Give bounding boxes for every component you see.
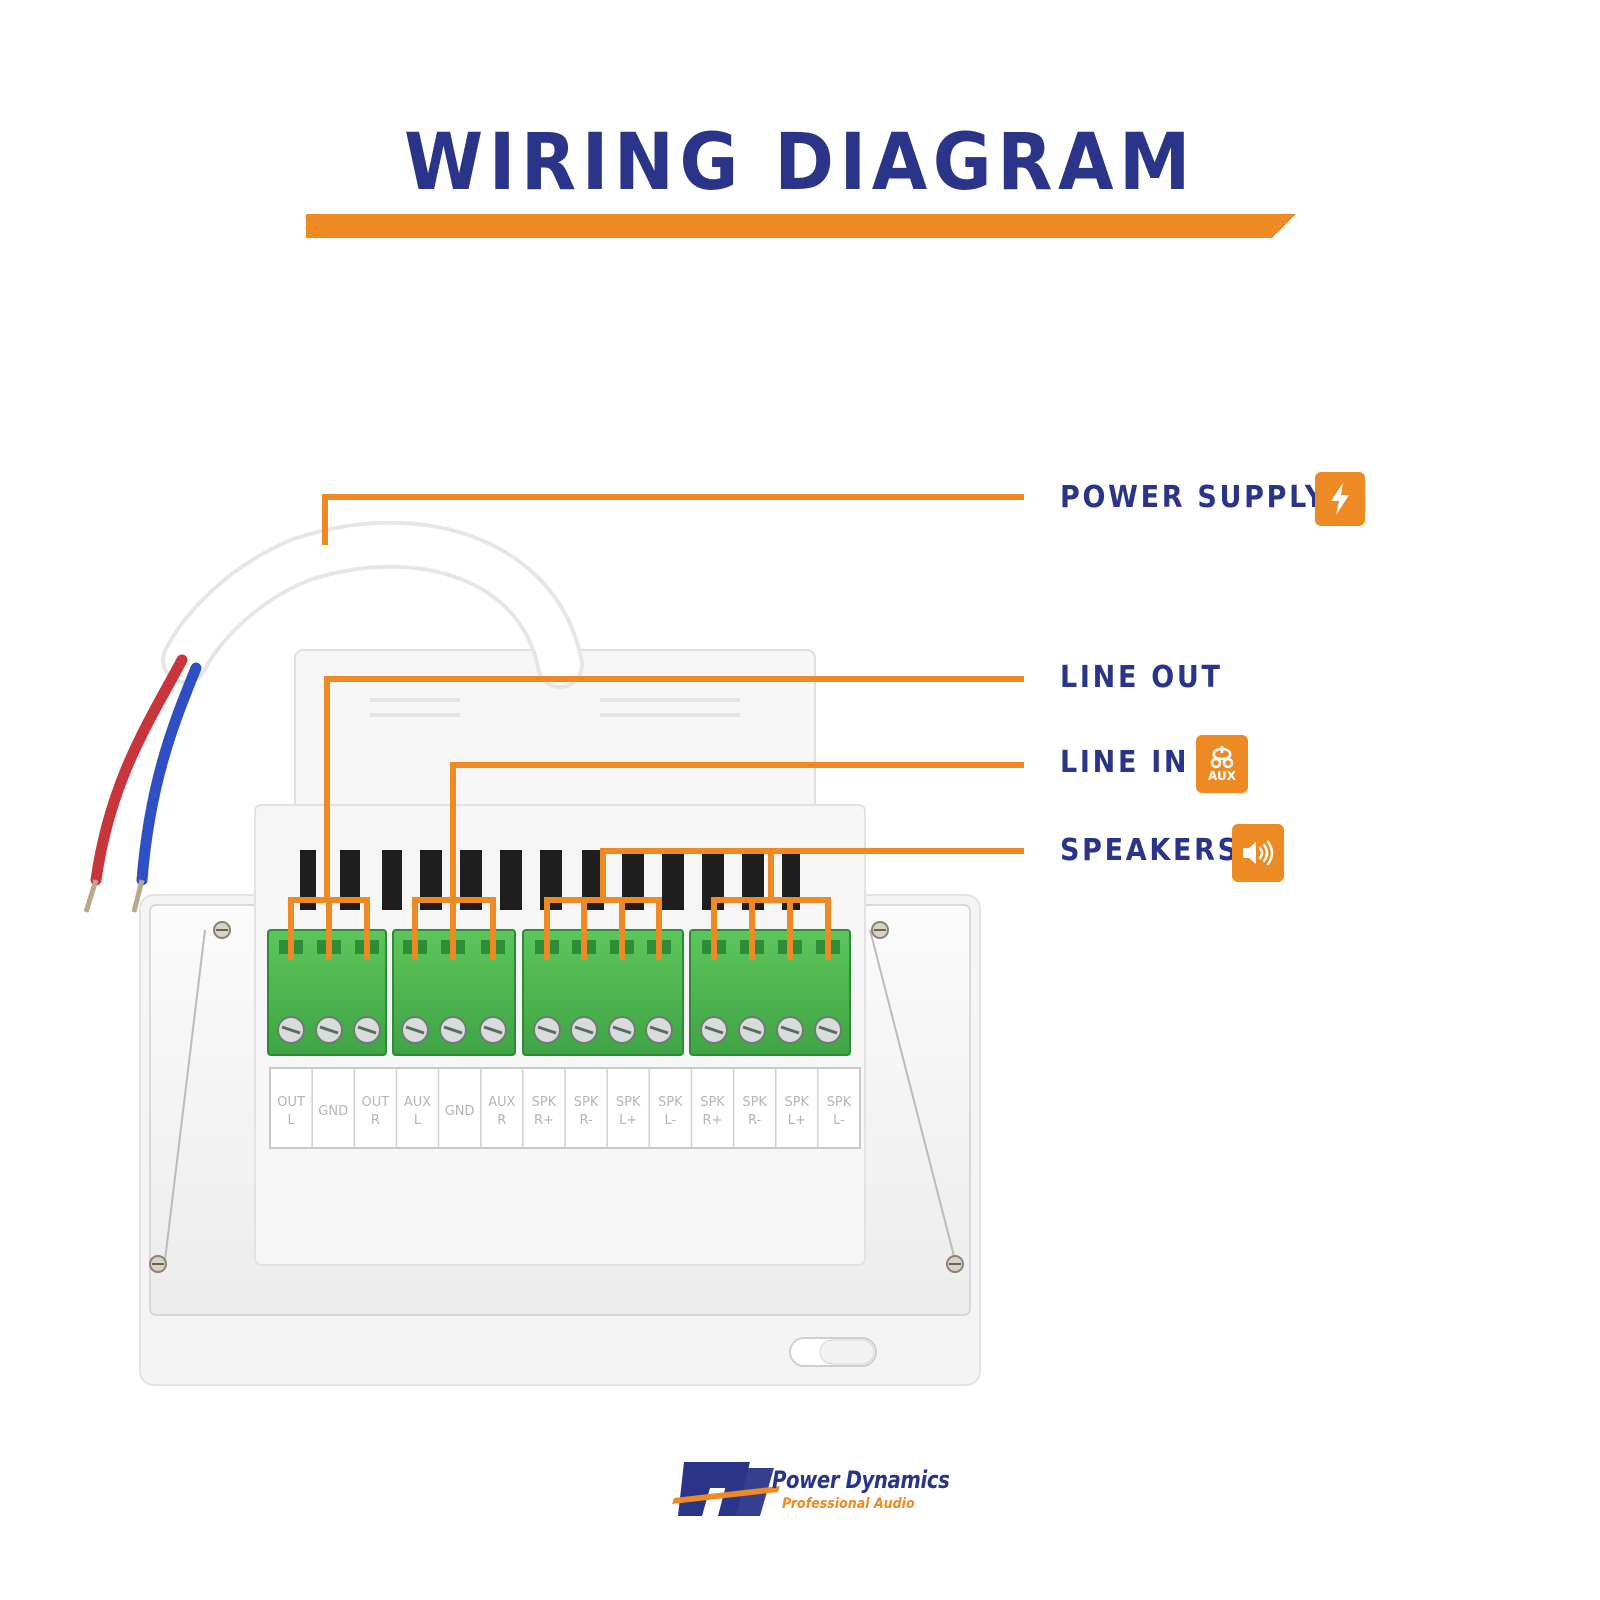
speaker-volume-icon (1232, 824, 1284, 882)
terminal-label-top: SPK (827, 1095, 852, 1110)
terminal-screw-icon (353, 940, 381, 1044)
screw-icon (871, 921, 889, 939)
power-cable (83, 520, 584, 913)
terminal-label-bottom: R+ (534, 1113, 554, 1128)
terminal-label-top: SPK (574, 1095, 599, 1110)
brand-monogram-mark (672, 1462, 780, 1516)
terminal-label-top: OUT (277, 1095, 305, 1110)
terminal-label-bottom: L+ (788, 1113, 806, 1128)
title-underline (306, 214, 1296, 238)
leader-line-out (324, 676, 1024, 900)
lightning-bolt-icon (1315, 472, 1365, 526)
terminal-label-bottom: R (497, 1113, 506, 1128)
terminal-label-bottom: R- (748, 1113, 762, 1128)
leader-line-in (450, 762, 1024, 900)
aux-cable-icon: AUX (1196, 735, 1248, 793)
screw-icon (149, 1255, 167, 1273)
screw-icon (213, 921, 231, 939)
terminal-label-bottom: L- (833, 1113, 845, 1128)
page-title: WIRING DIAGRAM (404, 118, 1196, 208)
terminal-label-bottom: L (287, 1113, 295, 1128)
callout-leaders (288, 494, 1024, 960)
terminal-label-bottom: L+ (619, 1113, 637, 1128)
terminal-label-top: OUT (362, 1095, 390, 1110)
terminal-label-top: AUX (488, 1095, 515, 1110)
terminal-label-bottom: R+ (703, 1113, 723, 1128)
terminal-block-speakers-2 (689, 929, 851, 1056)
terminal-screw-icon (439, 940, 467, 1044)
terminal-label-top: SPK (616, 1095, 641, 1110)
terminal-label-top: GND (318, 1104, 348, 1119)
callout-speakers: SPEAKERS (1060, 833, 1240, 868)
terminal-label-strip: OUT L GND OUT R AUX L GND AUX R SPK R+ SPK R- SPK L+ SPK… (269, 1067, 861, 1149)
terminal-screw-icon (401, 940, 429, 1044)
brand-tagline: Professional Audio (782, 1496, 915, 1512)
terminal-screw-icon (315, 940, 343, 1044)
terminal-label-top: SPK (532, 1095, 557, 1110)
callout-power-supply: POWER SUPPLY (1060, 480, 1328, 515)
leader-power-supply (322, 494, 1024, 545)
blue-wire (136, 662, 202, 886)
aux-badge-text: AUX (1208, 769, 1236, 783)
red-wire (90, 654, 188, 886)
terminal-label-top: SPK (700, 1095, 725, 1110)
terminal-screw-icon (277, 940, 305, 1044)
terminal-label-bottom: L (414, 1113, 422, 1128)
leader-speakers (600, 848, 1024, 900)
terminal-label-top: SPK (784, 1095, 809, 1110)
screw-icon (946, 1255, 964, 1273)
terminal-screw-icon (533, 940, 561, 1044)
terminal-label-top: SPK (742, 1095, 767, 1110)
terminal-label-bottom: R- (579, 1113, 593, 1128)
terminal-label-top: AUX (404, 1095, 431, 1110)
callout-line-out: LINE OUT (1060, 660, 1223, 695)
terminal-screw-icon (608, 940, 636, 1044)
terminal-label-bottom: R (371, 1113, 380, 1128)
brand-name: Power Dynamics (772, 1466, 950, 1494)
terminal-screw-icon (814, 940, 842, 1044)
terminal-label-top: SPK (658, 1095, 683, 1110)
terminal-label-bottom: L- (664, 1113, 676, 1128)
terminal-label-top: GND (445, 1104, 475, 1119)
callout-line-in: LINE IN (1060, 745, 1190, 780)
terminal-block-speakers-1 (522, 929, 684, 1056)
brand-logo: Power Dynamics Professional Audio (670, 1458, 950, 1528)
terminal-blocks (267, 929, 851, 1056)
